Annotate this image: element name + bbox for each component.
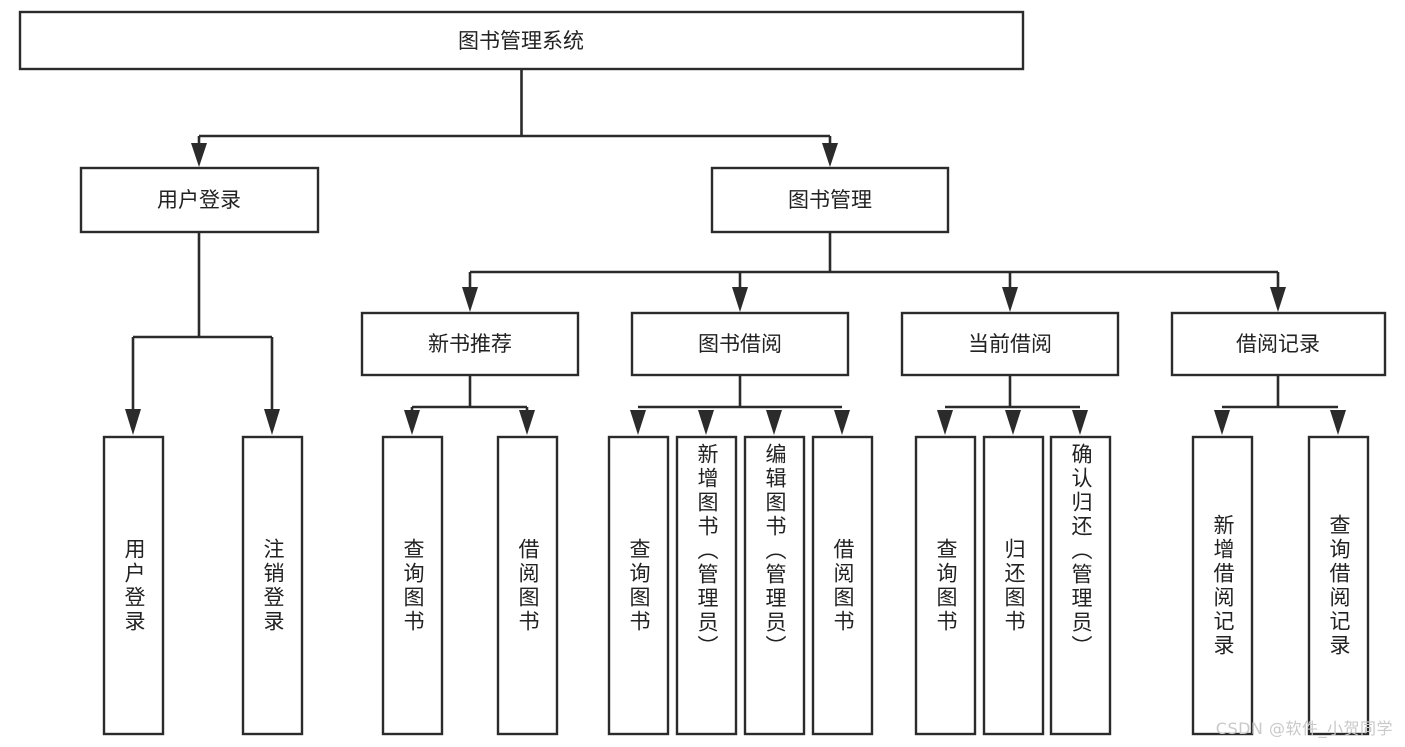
- node-leaf-12-label: 新增借阅记录: [1211, 513, 1235, 658]
- node-leaf-12-box[interactable]: [1191, 435, 1254, 736]
- arrowhead-borrow-record: [1270, 287, 1286, 312]
- node-leaf-5[interactable]: 查询图书: [609, 437, 668, 734]
- node-leaf-1-label: 用户登录: [122, 537, 146, 634]
- node-leaf-4-label: 借阅图书: [516, 537, 540, 634]
- arrowhead-leaf-2: [264, 409, 280, 435]
- node-leaf-9[interactable]: 查询图书: [916, 437, 975, 734]
- node-book-manage-label: 图书管理: [788, 188, 872, 212]
- node-book-borrow-box[interactable]: [630, 311, 850, 377]
- node-book-borrow[interactable]: 图书借阅: [630, 311, 850, 377]
- arrowhead-leaf-4: [519, 410, 535, 435]
- node-borrow-record-label: 借阅记录: [1236, 332, 1320, 356]
- node-leaf-11[interactable]: 确认归还（管理员）: [1051, 437, 1110, 734]
- node-leaf-2[interactable]: 注销登录: [243, 437, 302, 734]
- arrowhead-leaf-12: [1214, 410, 1230, 435]
- node-leaf-9-label: 查询图书: [934, 537, 958, 634]
- node-leaf-4[interactable]: 借阅图书: [498, 437, 557, 734]
- node-book-manage[interactable]: 图书管理: [710, 166, 950, 234]
- node-leaf-6-label: 新增图书（管理员）: [695, 443, 719, 659]
- csdn-watermark: CSDN @软件_小贺同学: [1215, 719, 1393, 738]
- node-leaf-2-label: 注销登录: [261, 537, 285, 634]
- node-user-login-box[interactable]: [79, 166, 320, 234]
- node-book-borrow-label: 图书借阅: [698, 332, 782, 356]
- node-book-manage-box[interactable]: [710, 166, 950, 234]
- arrowhead-current-borrow: [1002, 287, 1018, 312]
- node-user-login[interactable]: 用户登录: [79, 166, 320, 234]
- node-leaf-7-box[interactable]: [743, 435, 806, 736]
- arrowhead-leaf-11: [1072, 410, 1088, 435]
- node-leaf-7[interactable]: 编辑图书（管理员）: [745, 437, 804, 734]
- node-leaf-4-box[interactable]: [496, 435, 559, 736]
- arrowhead-leaf-9: [937, 410, 953, 435]
- node-current-borrow-box[interactable]: [900, 311, 1120, 377]
- arrowhead-leaf-7: [766, 410, 782, 435]
- node-leaf-1-box[interactable]: [102, 435, 165, 736]
- node-leaf-10-label: 归还图书: [1002, 537, 1026, 634]
- node-leaf-3[interactable]: 查询图书: [383, 437, 442, 734]
- node-leaf-11-label: 确认归还（管理员）: [1069, 443, 1093, 659]
- node-leaf-7-label: 编辑图书（管理员）: [763, 443, 787, 659]
- node-leaf-9-box[interactable]: [914, 435, 977, 736]
- arrowhead-new-book-rec: [462, 287, 478, 312]
- node-leaf-11-box[interactable]: [1049, 435, 1112, 736]
- node-leaf-3-box[interactable]: [381, 435, 444, 736]
- node-current-borrow-label: 当前借阅: [968, 332, 1052, 356]
- node-leaf-5-label: 查询图书: [627, 537, 651, 634]
- arrowhead-leaf-10: [1005, 410, 1021, 435]
- connector-layer: [125, 69, 1346, 435]
- arrowhead-leaf-3: [404, 410, 420, 435]
- node-leaf-2-box[interactable]: [241, 435, 304, 736]
- arrowhead-leaf-13: [1330, 410, 1346, 435]
- node-leaf-8[interactable]: 借阅图书: [813, 437, 872, 734]
- node-root-box[interactable]: [18, 10, 1025, 71]
- arrowhead-leaf-8: [834, 410, 850, 435]
- node-leaf-12[interactable]: 新增借阅记录: [1193, 437, 1252, 734]
- node-leaf-13-label: 查询借阅记录: [1327, 513, 1351, 658]
- node-borrow-record[interactable]: 借阅记录: [1170, 311, 1387, 377]
- node-user-login-label: 用户登录: [157, 188, 241, 212]
- arrowhead-leaf-6: [698, 410, 714, 435]
- node-leaf-8-box[interactable]: [811, 435, 874, 736]
- node-leaf-10-box[interactable]: [982, 435, 1045, 736]
- arrowhead-leaf-5: [630, 410, 646, 435]
- node-root-label: 图书管理系统: [458, 29, 584, 53]
- arrowhead-book-borrow: [732, 287, 748, 312]
- node-new-book-rec[interactable]: 新书推荐: [360, 311, 580, 377]
- node-leaf-10[interactable]: 归还图书: [984, 437, 1043, 734]
- node-leaf-3-label: 查询图书: [401, 537, 425, 634]
- arrowhead-book-manage: [822, 143, 838, 167]
- node-borrow-record-box[interactable]: [1170, 311, 1387, 377]
- node-leaf-5-box[interactable]: [607, 435, 670, 736]
- node-leaf-6[interactable]: 新增图书（管理员）: [677, 437, 736, 734]
- leaf-nodes-layer: [102, 435, 1370, 736]
- node-new-book-rec-box[interactable]: [360, 311, 580, 377]
- node-leaf-13[interactable]: 查询借阅记录: [1309, 437, 1368, 734]
- node-leaf-6-box[interactable]: [675, 435, 738, 736]
- arrowhead-leaf-1: [125, 409, 141, 435]
- node-leaf-13-box[interactable]: [1307, 435, 1370, 736]
- node-leaf-1[interactable]: 用户登录: [104, 437, 163, 734]
- node-new-book-rec-label: 新书推荐: [428, 332, 512, 356]
- arrowhead-user-login: [191, 143, 207, 167]
- node-root[interactable]: 图书管理系统: [18, 10, 1025, 71]
- node-current-borrow[interactable]: 当前借阅: [900, 311, 1120, 377]
- node-leaf-8-label: 借阅图书: [831, 537, 855, 634]
